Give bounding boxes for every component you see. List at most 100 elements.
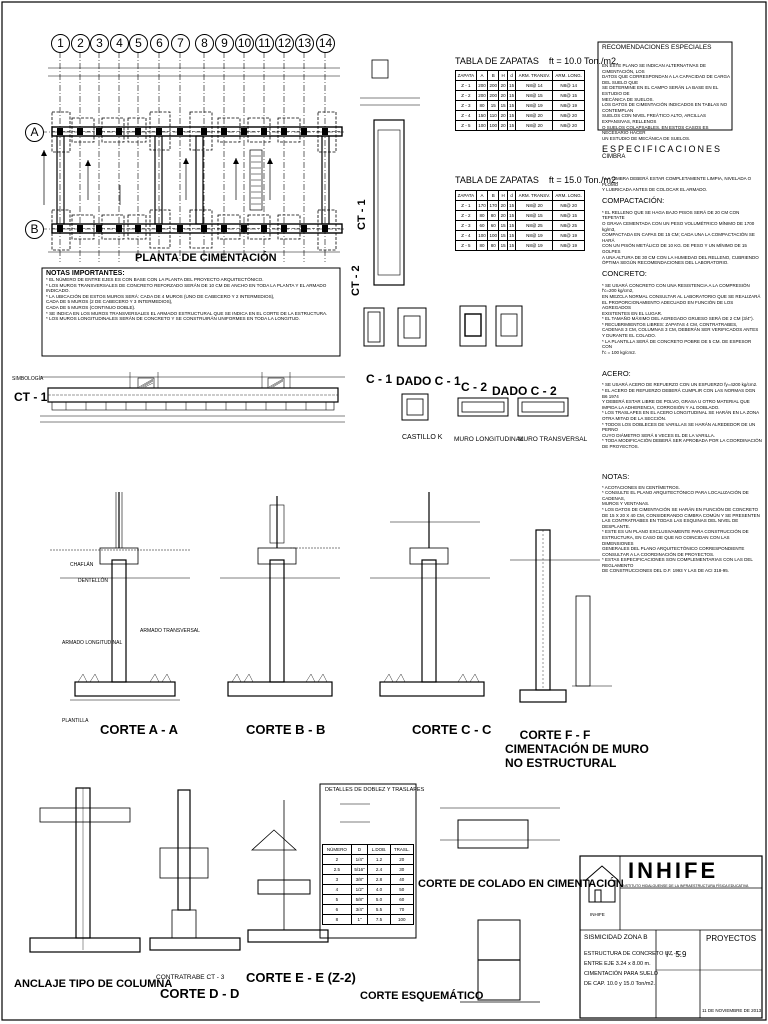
spec-line: CON UN PISÓN METÁLICO DE 10 KG. DE PESO … xyxy=(602,243,747,254)
spec-line: COMPACTADA EN CAPAS DE 15 CM; CADA UNA L… xyxy=(602,232,755,243)
table-cell: 20 xyxy=(389,854,415,865)
corte-cc-title: CORTE C - C xyxy=(412,722,492,737)
table-cell: 4 xyxy=(322,884,352,895)
table-cell: Z - 4 xyxy=(455,110,477,121)
table-cell: 100 xyxy=(475,120,489,131)
axis-column-bubble: 3 xyxy=(90,34,109,53)
table-cell: 20 xyxy=(498,200,508,211)
table2-capacity: ft = 15.0 Ton./m2. xyxy=(548,175,619,185)
spec-line: ÓPTIMA SEGÚN RECOMENDACIONES DEL LABORAT… xyxy=(602,260,729,266)
spec-acero-heading: ACERO: xyxy=(602,369,631,379)
table-cell: 5.0 xyxy=(367,894,391,905)
table-cell: 1/2" xyxy=(350,884,369,895)
table-cell: 200 xyxy=(487,80,500,91)
title-desc4: DE CAP. 10.0 y 15.0 Ton/m2. xyxy=(584,981,656,987)
table-cell: 15 xyxy=(506,240,517,251)
title-block-frame xyxy=(579,855,763,1019)
plantilla-label: PLANTILLA xyxy=(62,718,89,724)
spec-line: * SE USARÁ CONCRETO CON UNA RESISTENCIA … xyxy=(602,282,750,294)
table-cell: N8@ 19 xyxy=(552,230,585,241)
table-cell: 100 xyxy=(487,120,500,131)
spec-cimbra-heading: CIMBRA xyxy=(602,154,626,160)
corte-aa-title: CORTE A - A xyxy=(100,722,178,737)
corte-colado-title: CORTE DE COLADO EN CIMENTACIÓN xyxy=(418,878,624,890)
column-details xyxy=(363,305,569,421)
plan-ct-label: CT - 1 xyxy=(356,199,368,230)
schematic-section xyxy=(460,919,540,1003)
table-cell: N8@ 15 xyxy=(552,90,585,101)
table-cell: 6 xyxy=(322,904,352,915)
axis-column-bubble: 2 xyxy=(71,34,90,53)
table-cell: 15 xyxy=(506,110,517,121)
table-cell: 15 xyxy=(498,230,508,241)
spec-line: * LOS TRASLAPES EN EL ACERO LONGITUDINAL… xyxy=(602,410,760,416)
spec-line: * EL ACERO DE REFUERZO DEBERÁ CUMPLIR CO… xyxy=(602,388,756,399)
plan-notes: NOTAS IMPORTANTES: * EL NÚMERO DE ENTRE … xyxy=(46,270,336,322)
notes-title: NOTAS IMPORTANTES: xyxy=(46,270,125,277)
table-cell: 5 xyxy=(322,894,352,905)
spec-line: CONSULTAR A LA COORDINACIÓN DE PROYECTOS… xyxy=(602,551,715,557)
table-cell: N8@ 20 xyxy=(515,110,554,121)
spec-line: DE CONSTRUCCIONES DEL D.F. 1993 Y LAS DE… xyxy=(602,568,729,574)
axis-column-bubble: 5 xyxy=(129,34,148,53)
table-cell: 15 xyxy=(506,220,517,231)
spec-line: OTRA MITAD DE LA SECCIÓN. xyxy=(602,416,667,421)
table-cell: 80 xyxy=(475,210,489,221)
rec-line: O SUELOS COLAPSABLES. EN ESTOS CASOS ES … xyxy=(602,124,709,136)
table-cell: 200 xyxy=(475,80,489,91)
title-dept: PROYECTOS xyxy=(706,934,757,943)
corte-dd-title: CORTE D - D xyxy=(160,986,240,1001)
spec-line: IMPIDA LA ADHERENCIA, CORROSIÓN Y AL DOB… xyxy=(602,404,720,410)
table-cell: 20 xyxy=(498,80,508,91)
title-logo: INHIFE xyxy=(628,858,719,883)
table-cell: 30 xyxy=(389,864,415,875)
section-ee xyxy=(247,800,329,943)
spec-line: * ACOTACIONES EN CENTÍMETROS. xyxy=(602,484,680,490)
c2-label: C - 2 xyxy=(461,380,488,394)
ct2-vertical-detail xyxy=(360,59,420,286)
section-cc xyxy=(370,492,490,697)
dentellon-label: DENTELLÓN xyxy=(78,578,109,584)
recommendations-title: RECOMENDACIONES ESPECIALES xyxy=(602,44,712,51)
doblez-frame xyxy=(319,783,417,939)
table-cell: 15 xyxy=(506,90,517,101)
table-cell: 20 xyxy=(498,120,508,131)
doblez-title: DETALLES DE DOBLEZ Y TRASLAPES xyxy=(325,787,425,793)
axis-column-bubble: 11 xyxy=(255,34,274,53)
table-cell: Z - 2 xyxy=(455,210,477,221)
spec-notas-heading: NOTAS: xyxy=(602,471,630,481)
table-cell: 3/4" xyxy=(350,904,369,915)
table-cell: N8@ 20 xyxy=(552,110,585,121)
table-cell: N8@ 20 xyxy=(552,120,585,131)
table-cell: Z - 2 xyxy=(455,90,477,101)
table-cell: 70 xyxy=(389,904,415,915)
table-cell: N8@ 19 xyxy=(515,240,554,251)
c1-label: C - 1 xyxy=(366,372,393,386)
spec-line: LAS CONTRATRABES EN TODAS LAS ESQUINAS D… xyxy=(602,518,739,529)
table-header-cell: TRASL. xyxy=(389,844,415,855)
axis-column-bubble: 6 xyxy=(150,34,169,53)
title-desc1: ESTRUCTURA DE CONCRETO UZ - C xyxy=(584,951,682,957)
axis-column-bubble: 14 xyxy=(316,34,335,53)
table-cell: Z - 3 xyxy=(455,220,477,231)
table-cell: 170 xyxy=(487,200,500,211)
spec-line: * ESTAS ESPECIFICACIONES SON COMPLEMENTA… xyxy=(602,557,753,568)
corte-bb-title: CORTE B - B xyxy=(246,722,326,737)
axis-column-bubble: 8 xyxy=(195,34,214,53)
rec-line: LOS DATOS DE CIMENTACIÓN INDICADOS EN TA… xyxy=(602,102,728,113)
table-cell: Z - 5 xyxy=(455,120,477,131)
spec-line: GENERALES DEL PLANO ARQUITECTÓNICO CORRE… xyxy=(602,546,745,552)
spec-line: ESTRUCTURA, EN CASO DE QUE NO COINCIDAN … xyxy=(602,534,730,546)
